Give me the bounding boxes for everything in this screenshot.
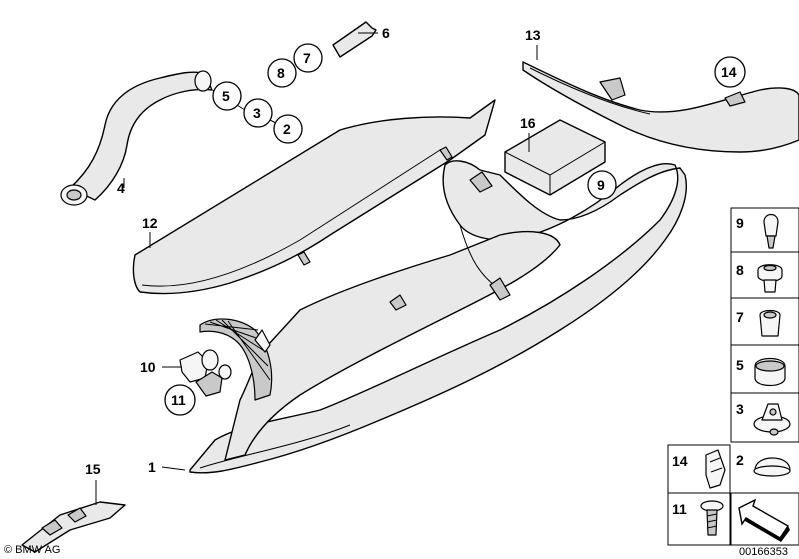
svg-text:3: 3: [736, 401, 744, 417]
callout-12: 12: [142, 215, 158, 231]
callout-5-circle: 5: [212, 81, 242, 111]
legend-item-3[interactable]: 3: [736, 401, 791, 436]
legend-panel: 9 8 7 5 3: [667, 207, 799, 546]
callout-5: 5: [222, 88, 230, 104]
callout-7: 7: [303, 50, 311, 66]
legend-item-9[interactable]: 9: [736, 213, 779, 249]
part-15-latch-strip[interactable]: [21, 501, 126, 553]
callout-10: 10: [140, 359, 156, 375]
part-1-hinge-grille: [199, 318, 273, 401]
legend-item-2[interactable]: 2: [736, 452, 791, 477]
callout-9: 9: [597, 177, 605, 193]
callout-16: 16: [520, 115, 536, 131]
legend-item-14[interactable]: 14: [672, 449, 726, 489]
callout-2-circle: 2: [273, 114, 303, 144]
svg-text:14: 14: [672, 453, 688, 469]
part-6-pipe[interactable]: [332, 21, 377, 58]
callout-1: 1: [148, 459, 156, 475]
callout-14-circle: 14: [714, 56, 746, 88]
callout-11-circle: 11: [164, 384, 196, 416]
legend-item-5[interactable]: 5: [736, 357, 786, 387]
legend-item-8[interactable]: 8: [736, 262, 783, 293]
callout-9-circle: 9: [587, 170, 617, 200]
leader-lines: [95, 32, 538, 505]
callout-7-circle: 7: [293, 43, 323, 73]
legend-item-7[interactable]: 7: [736, 309, 781, 337]
callout-15: 15: [85, 461, 101, 477]
callout-4: 4: [117, 180, 125, 196]
part-10-screw[interactable]: [195, 364, 232, 397]
svg-text:5: 5: [736, 357, 744, 373]
callout-3: 3: [253, 105, 261, 121]
copyright-text: © BMW AG: [4, 544, 60, 556]
callout-6: 6: [382, 25, 390, 41]
callout-3-circle: 3: [243, 98, 273, 128]
navigation-arrow-icon[interactable]: [738, 498, 790, 542]
svg-text:8: 8: [736, 262, 744, 278]
callout-8: 8: [277, 65, 285, 81]
svg-text:11: 11: [672, 501, 687, 517]
callout-14: 14: [721, 64, 737, 80]
callout-11: 11: [171, 392, 186, 408]
svg-text:7: 7: [736, 309, 744, 325]
legend-item-11[interactable]: 11: [672, 500, 724, 536]
part-16-foam-block[interactable]: [504, 119, 606, 196]
diagram-number: 00166353: [739, 546, 788, 558]
callout-2: 2: [283, 121, 291, 137]
svg-text:9: 9: [736, 215, 744, 231]
part-14-trim-strip[interactable]: [522, 61, 799, 153]
svg-text:2: 2: [736, 452, 744, 468]
callout-13: 13: [525, 27, 541, 43]
part-4-hose[interactable]: [60, 70, 213, 206]
callout-8-circle: 8: [267, 58, 297, 88]
callouts: 6 7 8 5 3 2 4 12 13 14 16 9 10 11 1 15: [85, 25, 746, 477]
part-12-cover-panel[interactable]: [132, 99, 496, 295]
part-1-glovebox-housing[interactable]: [189, 160, 687, 474]
